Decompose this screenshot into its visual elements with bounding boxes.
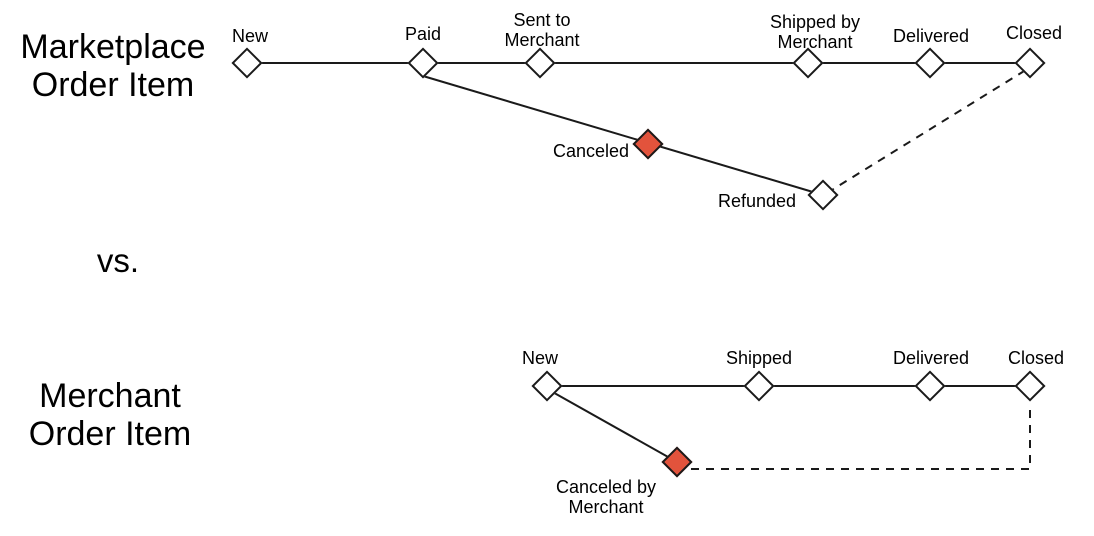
merchant-canceled-to-closed-dashed-line (691, 403, 1031, 470)
marketplace-state-new-label: New (231, 26, 269, 46)
merchant-lane-title: Merchant Order Item (28, 377, 192, 453)
merchant-state-delivered-label: Delivered (892, 348, 970, 368)
marketplace-cancel-refund-line (422, 75, 824, 196)
merchant-state-closed-label: Closed (1007, 348, 1065, 368)
marketplace-state-canceled-label: Canceled (552, 141, 630, 161)
marketplace-lane-title: Marketplace Order Item (20, 28, 206, 104)
merchant-state-canceled-by-merchant-label: Canceled by Merchant (555, 477, 657, 517)
marketplace-state-paid-label: Paid (404, 24, 442, 44)
merchant-cancel-line (548, 389, 678, 463)
marketplace-state-sent-to-merchant-label: Sent to Merchant (504, 10, 580, 50)
marketplace-refunded-to-closed-dashed-line (826, 67, 1030, 194)
merchant-state-shipped-label: Shipped (725, 348, 793, 368)
marketplace-state-closed-label: Closed (1005, 23, 1063, 43)
vs-separator-label: vs. (96, 242, 140, 279)
merchant-state-new-label: New (521, 348, 559, 368)
marketplace-state-refunded-label: Refunded (717, 191, 797, 211)
marketplace-state-shipped-by-merchant-label: Shipped by Merchant (769, 12, 861, 52)
marketplace-state-delivered-label: Delivered (892, 26, 970, 46)
